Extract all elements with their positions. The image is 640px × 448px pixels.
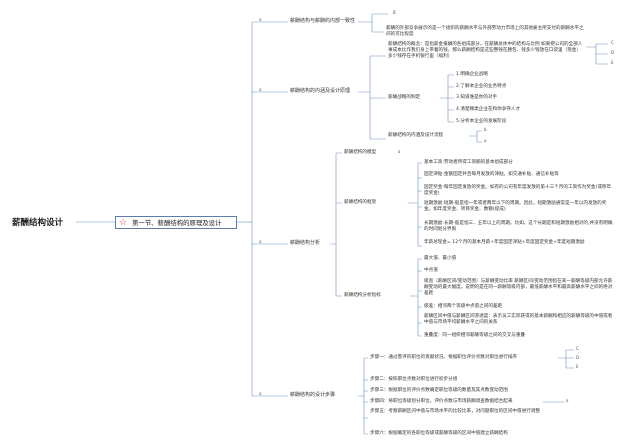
s3-analysis-item[interactable]: 级差：相邻两个等级中点值之间的差距 — [424, 304, 503, 309]
s2-strategy-item[interactable]: 4.清楚哪类企业在和你争夺人才 — [456, 107, 521, 112]
marker-a: a — [398, 149, 401, 154]
marker-d: D — [611, 50, 615, 55]
s3-summary-item[interactable]: 固定津贴:金额固定并且每月发放的津贴。如交通补贴、通信补贴等 — [424, 172, 559, 177]
s4-step[interactable]: 步骤四：将职位等级划分职位，评价点数与市场薪酬调查数据结合起来 — [370, 399, 513, 404]
topic-s2[interactable]: 薪酬结构的内涵及设计原理 — [290, 88, 351, 94]
marker-c: C — [611, 40, 614, 45]
marker-a: a — [566, 398, 569, 403]
s3-summary-label[interactable]: 薪酬结构的框架 — [344, 200, 377, 205]
s4-step[interactable]: 步骤六：根据确定的各职位等级或薪酬等级的区间中值建立薪酬结构 — [370, 431, 508, 436]
s3-analysis-item[interactable]: 最大值、最小值 — [424, 256, 457, 261]
s3-summary-item[interactable]: 短期激励:短期-般是指一年或者两年以下的周期。因此，短期激励通常是一年以内发放的… — [424, 201, 607, 213]
s4-step[interactable]: 步骤三：根据职位的评价点数确定职位等级的数量及其点数变动范围 — [370, 388, 508, 393]
s3-analysis-item[interactable]: 薪酬区间中值与薪酬区间渗透度：表示员工实际获得的基本薪酬和相应的薪酬等级的中值或… — [424, 314, 613, 326]
s3-analysis-label[interactable]: 薪酬结构分析指标 — [344, 293, 381, 298]
s4-step[interactable]: 步骤二：按照职位点数对职位进行初步分组 — [370, 377, 458, 382]
marker-a: a — [259, 239, 262, 244]
marker-a: a — [259, 17, 262, 22]
marker-d: D — [576, 355, 580, 360]
s3-analysis-item[interactable]: 级宽（薪酬区间/变动范围）与薪酬变动比率 薪酬区间/变动范围指在某一薪酬等级内部… — [424, 279, 613, 297]
s3-analysis-item[interactable]: 中点值 — [424, 268, 438, 273]
marker-e: E — [611, 60, 614, 65]
marker-a: a — [259, 391, 262, 396]
s3-summary-item[interactable]: 固定奖金:每年固定发放的奖金。如有的公司有年度发放的第十三个月的工资作为奖金(或… — [424, 185, 612, 197]
s3-summary-item[interactable]: 年薪总现金= 12个月的基本月薪+年度固定津贴+年度固定奖金+年度短期激励 — [424, 240, 585, 245]
topic-s4[interactable]: 薪酬结构的设计步骤 — [290, 392, 336, 398]
s2-strategy-item[interactable]: 1.明确企业战略 — [456, 72, 488, 77]
marker-a: a — [259, 87, 262, 92]
s2-strategy-item[interactable]: 2.了解本企业的业务特点 — [456, 84, 507, 89]
s3-analysis-item[interactable]: 重叠度：同一组织相邻薪酬等级之间的交叉与重叠 — [424, 333, 526, 338]
topic-s3[interactable]: 薪酬结构分析 — [290, 240, 321, 246]
s2-design-flow[interactable]: 薪酬结构的内涵及设计流程 — [388, 133, 444, 138]
s3-summary-item[interactable]: 长期激励:长期-般是指三、五年以上的周期。比如，这个长期是和短期激励相对的,并没… — [424, 221, 613, 233]
s3-model[interactable]: 薪酬结构的模型 — [344, 150, 377, 155]
s2-concept[interactable]: 薪酬结构的概念：是指薪金报酬的各组成部分，在薪酬总体中的结构与比例 如果把公司的… — [388, 42, 583, 60]
s2-strategy-item[interactable]: 3.知道谁是你的对手 — [456, 95, 498, 100]
s2-strategy-item[interactable]: 5.分析本企业的发展阶段 — [456, 119, 507, 124]
marker-b: B — [393, 10, 396, 15]
root-topic[interactable]: 薪酬结构设计 — [12, 218, 64, 228]
marker-e: E — [576, 364, 579, 369]
marker-c: C — [576, 346, 579, 351]
s4-step[interactable]: 步骤五：考察薪酬区间中值与市场水平的比较比率，对问题职位的区间中值进行调整 — [370, 409, 540, 414]
s3-summary-item[interactable]: 基本工资:劳动者所得工资额的基本组成部分 — [424, 160, 513, 165]
star-icon: ☆ — [119, 218, 128, 228]
main-topic[interactable]: ☆ 第一节、薪酬结构的原理及设计 — [115, 216, 237, 229]
main-topic-label: 第一节、薪酬结构的原理及设计 — [132, 219, 222, 227]
topic-s1[interactable]: 薪酬结构与薪酬的内部一致性 — [290, 18, 356, 24]
s2-strategy-label[interactable]: 薪酬战略的制定 — [388, 95, 421, 100]
marker-b: b — [484, 127, 487, 132]
s4-step[interactable]: 步骤一：通过客评的职位的贡献状况，根据职位评价点数对职位进行排序 — [370, 355, 518, 360]
s1-text[interactable]: 薪酬的外部竞争展示的是一个组织的薪酬水平与外部劳动力市场上的其他雇主所支付的薪酬… — [386, 26, 584, 38]
marker-a: a — [484, 138, 487, 143]
